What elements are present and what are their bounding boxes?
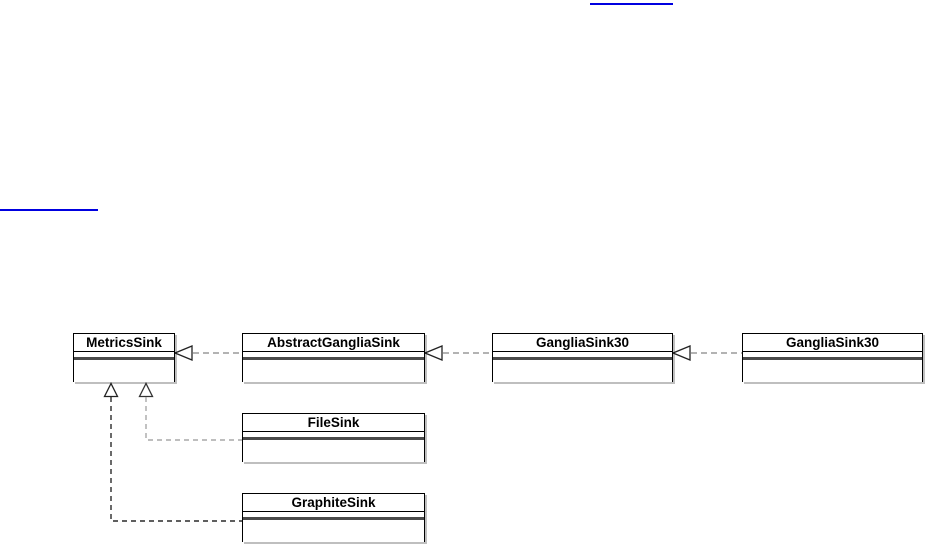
class-title-graphitesink: GraphiteSink (291, 495, 376, 510)
attributes-compartment (743, 360, 922, 382)
edge-filesink-metricssink (145, 397, 242, 441)
attributes-compartment (243, 520, 424, 542)
hollow-triangle-arrowhead (423, 345, 443, 361)
class-box-gangliasink30-a[interactable]: GangliaSink30 (492, 333, 673, 382)
hollow-triangle-arrowhead (173, 345, 193, 361)
attributes-compartment (243, 440, 424, 462)
class-title-metricssink: MetricsSink (86, 335, 162, 350)
truncated-link-underline-left[interactable] (0, 209, 98, 211)
compartment-separator (243, 351, 424, 360)
class-title-filesink: FileSink (307, 415, 360, 430)
class-box-graphitesink[interactable]: GraphiteSink (242, 493, 425, 542)
attributes-compartment (493, 360, 672, 382)
class-box-metricssink[interactable]: MetricsSink (73, 333, 175, 382)
class-box-gangliasink30-b[interactable]: GangliaSink30 (742, 333, 923, 382)
hollow-triangle-arrowhead (138, 382, 154, 398)
compartment-separator (243, 511, 424, 520)
attributes-compartment (243, 360, 424, 382)
hollow-triangle-arrowhead (103, 382, 119, 398)
class-title-gangliasink30-b: GangliaSink30 (785, 335, 880, 350)
class-title-abstractgangliasink: AbstractGangliaSink (267, 335, 400, 350)
class-box-filesink[interactable]: FileSink (242, 413, 425, 462)
hollow-triangle-arrowhead (671, 345, 691, 361)
attributes-compartment (74, 360, 174, 382)
edge-graphitesink-metricssink (110, 397, 242, 522)
compartment-separator (743, 351, 922, 360)
compartment-separator (493, 351, 672, 360)
class-box-abstractgangliasink[interactable]: AbstractGangliaSink (242, 333, 425, 382)
truncated-link-underline-top[interactable] (590, 3, 673, 5)
compartment-separator (243, 431, 424, 440)
compartment-separator (74, 351, 174, 360)
class-title-gangliasink30-a: GangliaSink30 (535, 335, 630, 350)
